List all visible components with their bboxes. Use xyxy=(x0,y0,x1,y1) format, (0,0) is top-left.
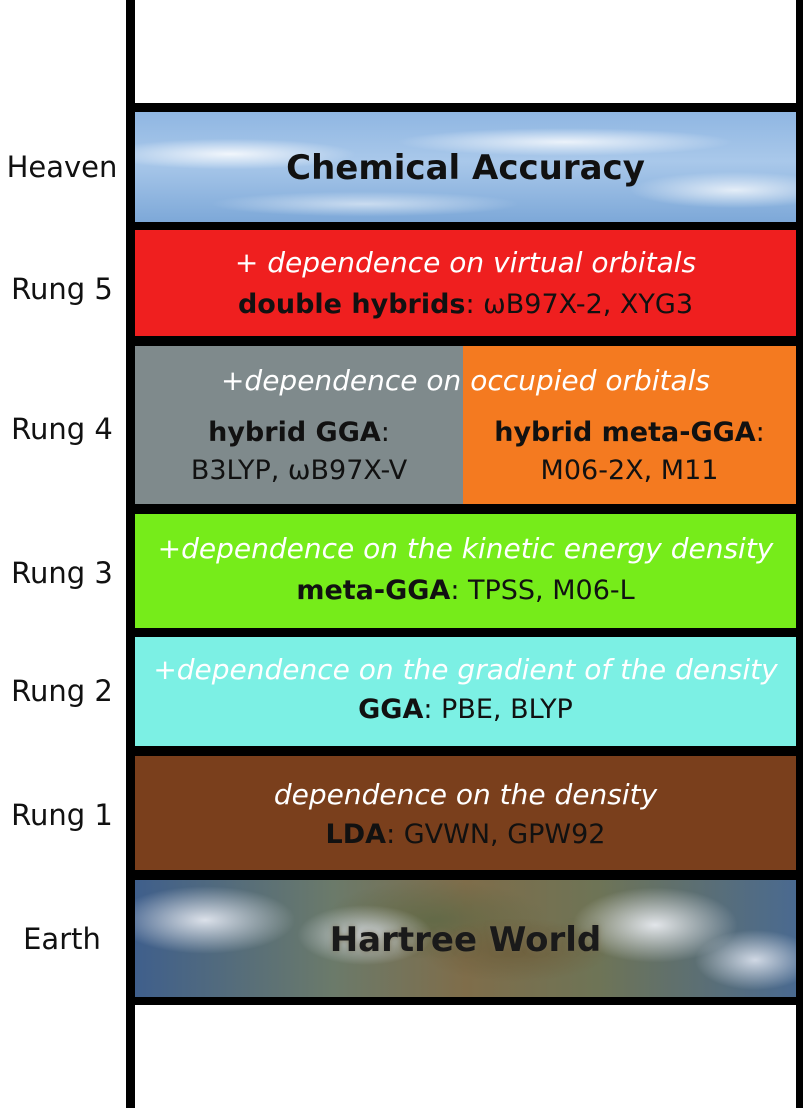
rung-label-3: Rung 3 xyxy=(11,556,113,590)
rung4-hybrid-gga-section xyxy=(135,346,463,504)
rung5-family: double hybrids xyxy=(237,289,466,320)
rung4-right-examples: M06-2X, M11 xyxy=(540,455,719,486)
rung-separator xyxy=(126,222,803,230)
rung-label-5: Rung 5 xyxy=(11,272,113,306)
rung4-left-suffix: : xyxy=(380,417,390,448)
rung-separator xyxy=(126,336,803,346)
rung4-right-suffix: : xyxy=(755,417,765,448)
rung4-right-family-line: hybrid meta-GGA: xyxy=(463,416,796,450)
rung-label-heaven: Heaven xyxy=(6,150,118,184)
rung2-description: +dependence on the gradient of the densi… xyxy=(153,653,778,686)
rung4-right-family: hybrid meta-GGA xyxy=(494,417,756,448)
rung-separator xyxy=(126,870,803,880)
heaven-panel: Chemical Accuracy xyxy=(135,112,796,222)
earth-panel: Hartree World xyxy=(135,880,796,997)
rung2-examples-line: GGA: PBE, BLYP xyxy=(135,693,796,727)
rung-separator xyxy=(126,746,803,756)
rung2-panel: +dependence on the gradient of the densi… xyxy=(135,637,796,746)
rung-label-4: Rung 4 xyxy=(11,412,113,446)
rung3-examples: : TPSS, M06-L xyxy=(450,575,635,606)
earth-title: Hartree World xyxy=(329,920,602,960)
ladder-right-rail xyxy=(796,0,803,1108)
rung1-examples-line: LDA: GVWN, GPW92 xyxy=(135,818,796,852)
rung-label-2: Rung 2 xyxy=(11,674,113,708)
rung4-panel: +dependence on occupied orbitals hybrid … xyxy=(135,346,796,504)
rung4-left-family-line: hybrid GGA: xyxy=(135,416,463,450)
rung-label-earth: Earth xyxy=(23,922,101,956)
rung1-panel: dependence on the density LDA: GVWN, GPW… xyxy=(135,756,796,870)
rung3-examples-line: meta-GGA: TPSS, M06-L xyxy=(135,574,796,608)
rung-label-1: Rung 1 xyxy=(11,798,113,832)
rung5-examples-line: double hybrids: ωB97X-2, XYG3 xyxy=(135,288,796,322)
rung3-family: meta-GGA xyxy=(296,575,451,606)
rung4-left-examples: B3LYP, ωB97X-V xyxy=(190,455,408,486)
rung4-left-family: hybrid GGA xyxy=(208,417,381,448)
rung5-examples: : ωB97X-2, XYG3 xyxy=(465,289,694,320)
rung2-family: GGA xyxy=(358,694,424,725)
rung5-panel: + dependence on virtual orbitals double … xyxy=(135,230,796,336)
rung1-examples: : GVWN, GPW92 xyxy=(386,819,606,850)
rung3-description: +dependence on the kinetic energy densit… xyxy=(157,532,774,565)
rung2-examples: : PBE, BLYP xyxy=(423,694,573,725)
heaven-title: Chemical Accuracy xyxy=(286,148,645,188)
rung1-family: LDA xyxy=(325,819,387,850)
rung3-panel: +dependence on the kinetic energy densit… xyxy=(135,514,796,628)
rung1-description: dependence on the density xyxy=(273,778,658,811)
rung-separator xyxy=(126,628,803,637)
ladder-bottom-crossbar xyxy=(126,997,803,1005)
rung5-description: + dependence on virtual orbitals xyxy=(234,246,697,279)
rung-separator xyxy=(126,504,803,514)
ladder-top-crossbar xyxy=(126,103,803,112)
ladder-left-rail xyxy=(126,0,135,1108)
rung4-hybrid-meta-gga-section xyxy=(463,346,796,504)
rung4-description: +dependence on occupied orbitals xyxy=(220,364,711,397)
